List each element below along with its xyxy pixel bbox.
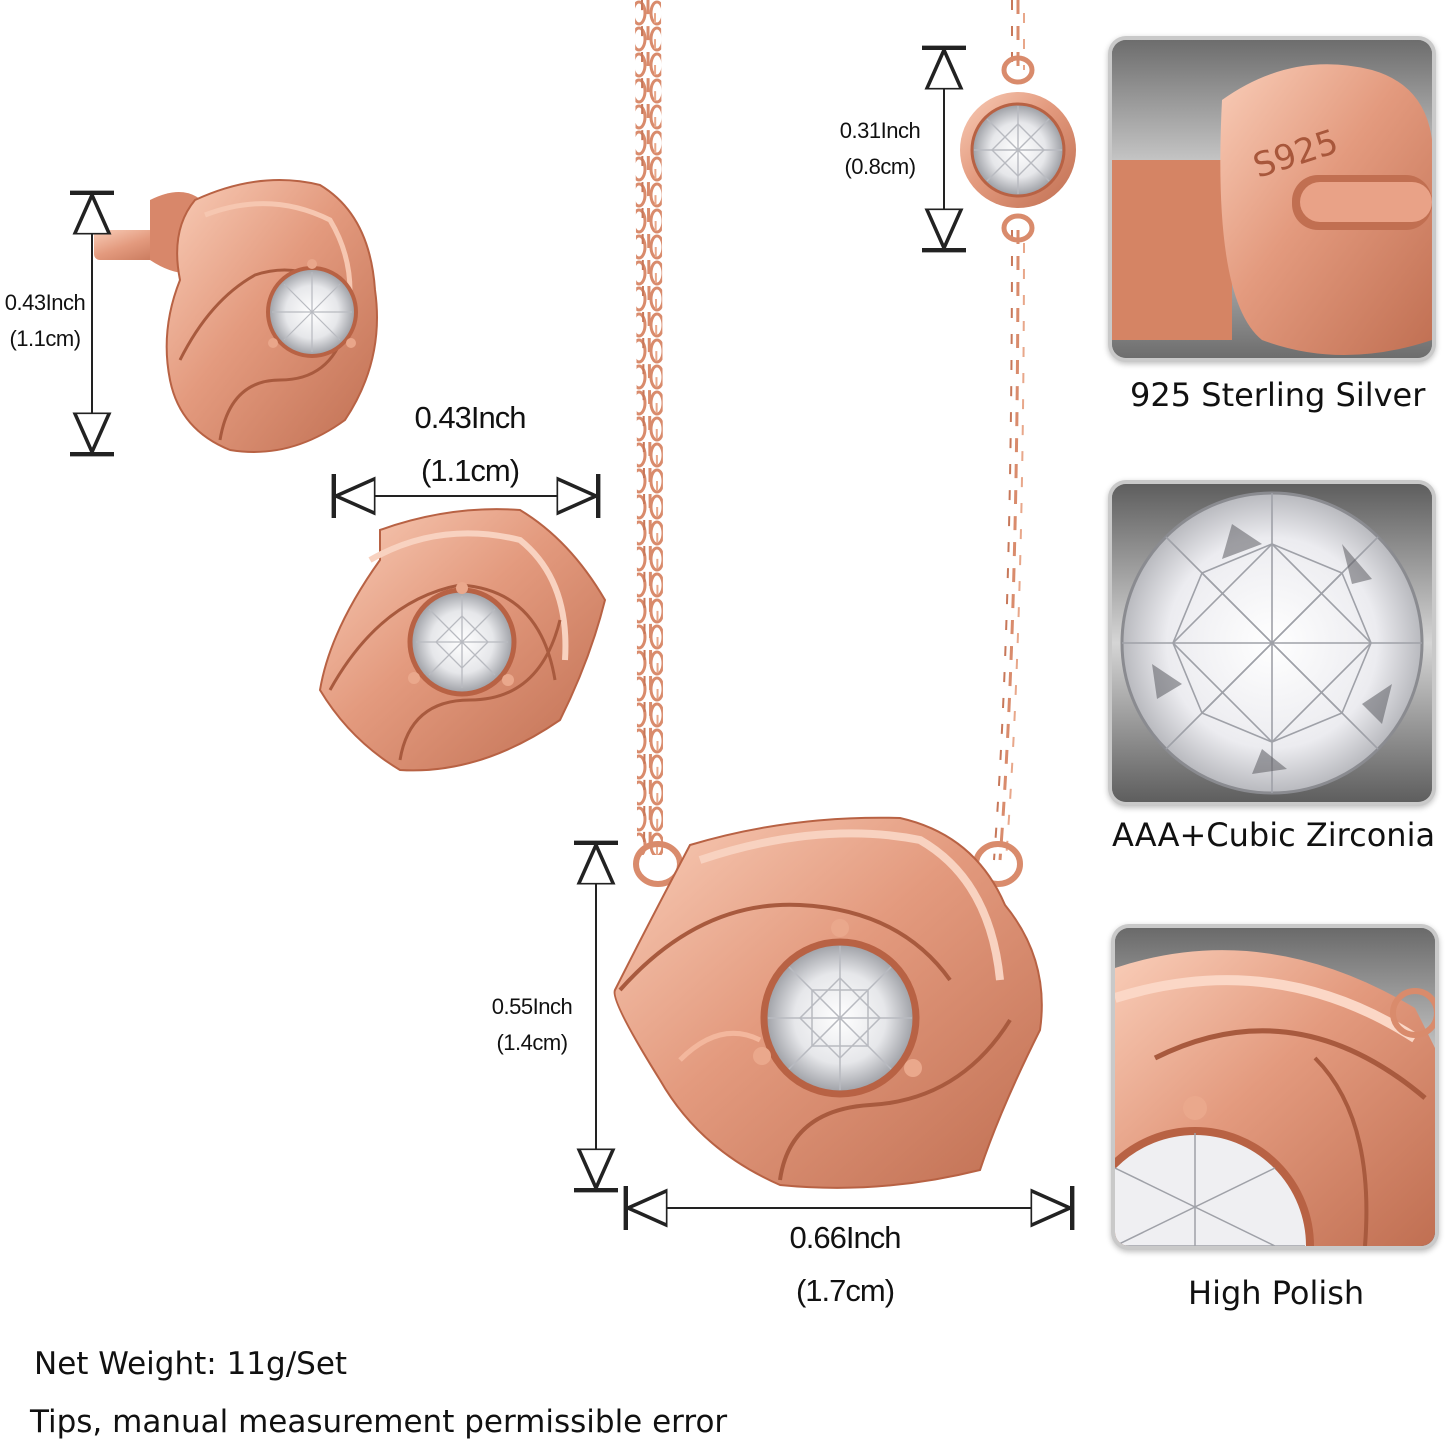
pendant-width-in: 0.66Inch bbox=[789, 1220, 902, 1255]
stud-front-width-cm: (1.1cm) bbox=[420, 452, 520, 488]
stud-side-height-label: 0.43Inch (1.1cm) bbox=[0, 290, 90, 352]
cubic-zirconia-closeup-icon bbox=[1112, 484, 1432, 802]
polish-closeup-icon bbox=[1115, 928, 1435, 1246]
feature-caption-zirconia: AAA+Cubic Zirconia bbox=[1112, 816, 1436, 854]
rose-pendant bbox=[613, 816, 1043, 1189]
stud-earring-side bbox=[94, 179, 378, 453]
pendant-width-cm: (1.7cm) bbox=[795, 1272, 895, 1308]
silver-stamp-closeup-icon: S925 bbox=[1112, 40, 1432, 358]
net-weight-note: Net Weight: 11g/Set bbox=[34, 1346, 348, 1382]
bezel-height-in: 0.31Inch bbox=[839, 118, 921, 143]
bezel-height-cm: (0.8cm) bbox=[844, 153, 916, 179]
stud-side-height-in: 0.43Inch bbox=[4, 290, 86, 315]
pendant-height-cm: (1.4cm) bbox=[496, 1029, 568, 1055]
pendant-height-in: 0.55Inch bbox=[491, 994, 573, 1019]
dimension-lines bbox=[92, 50, 1070, 1208]
stud-front-width-label: 0.43Inch (1.1cm) bbox=[370, 392, 570, 497]
chain-left bbox=[635, 0, 664, 856]
stud-front-width-in: 0.43Inch bbox=[414, 400, 527, 435]
bezel-charm bbox=[960, 55, 1076, 243]
polish-panel bbox=[1115, 928, 1435, 1246]
zirconia-panel bbox=[1112, 484, 1432, 802]
pendant-height-label: 0.55Inch (1.4cm) bbox=[472, 994, 592, 1056]
measurement-tips-note: Tips, manual measurement permissible err… bbox=[30, 1404, 728, 1440]
feature-caption-silver: 925 Sterling Silver bbox=[1130, 376, 1426, 414]
pendant-width-label: 0.66Inch (1.7cm) bbox=[740, 1212, 950, 1317]
silver-stamp-panel: S925 bbox=[1112, 40, 1432, 358]
stud-earring-front bbox=[318, 508, 607, 772]
stud-side-height-cm: (1.1cm) bbox=[9, 325, 81, 351]
bezel-height-label: 0.31Inch (0.8cm) bbox=[820, 118, 940, 180]
feature-caption-polish: High Polish bbox=[1188, 1274, 1365, 1312]
